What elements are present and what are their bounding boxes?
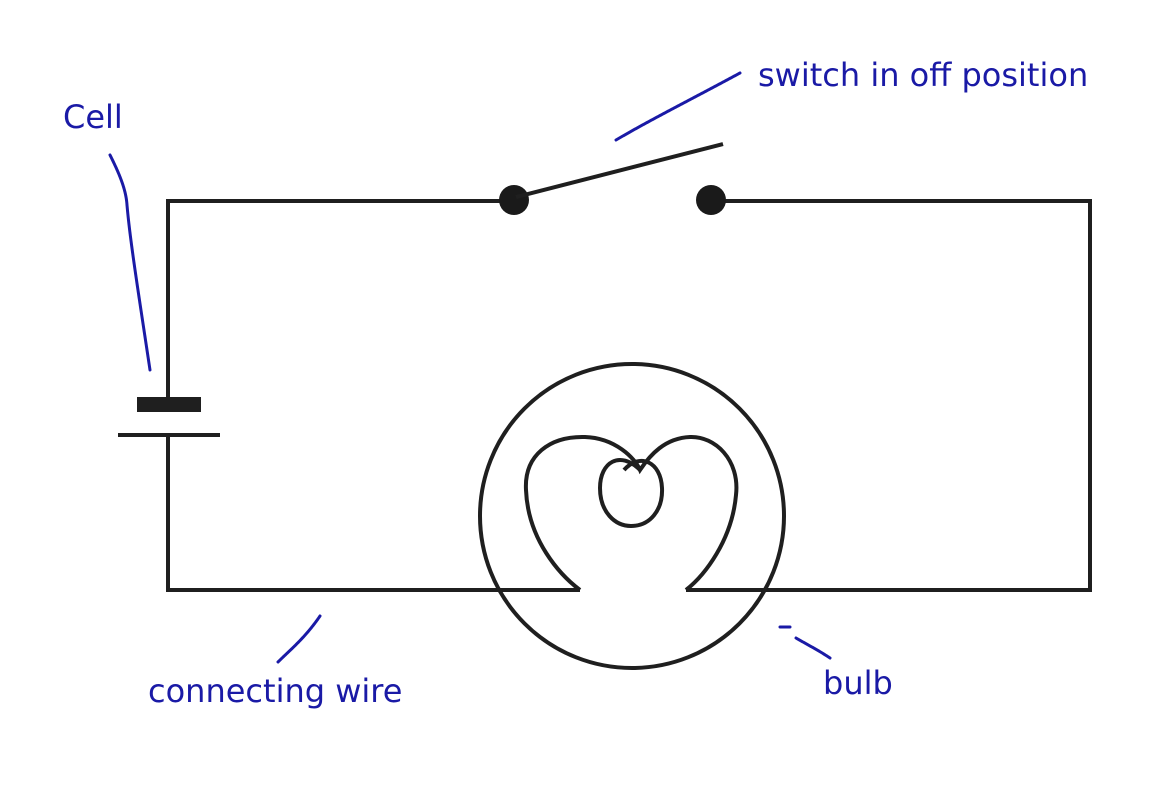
bulb-label: bulb — [823, 664, 893, 702]
bulb-glass — [478, 362, 786, 670]
switch-right-terminal — [696, 185, 726, 215]
bulb-filament — [523, 434, 739, 592]
switch-left-terminal — [499, 185, 529, 215]
wire-top-left — [166, 199, 512, 402]
bulb-pointer-line — [778, 625, 832, 660]
switch-lever — [515, 142, 724, 199]
switch-pointer-line — [614, 71, 742, 142]
wire-top-right — [686, 199, 1092, 592]
switch-label: switch in off position — [758, 56, 1089, 94]
bulb-filament-coil — [597, 458, 665, 529]
wire-pointer-line — [276, 614, 322, 664]
cell-negative-plate — [137, 397, 201, 412]
cell-label: Cell — [63, 98, 123, 136]
cell-pointer-line — [108, 153, 152, 372]
connecting-wire-label: connecting wire — [148, 672, 403, 710]
wire-bottom-left — [166, 436, 580, 592]
